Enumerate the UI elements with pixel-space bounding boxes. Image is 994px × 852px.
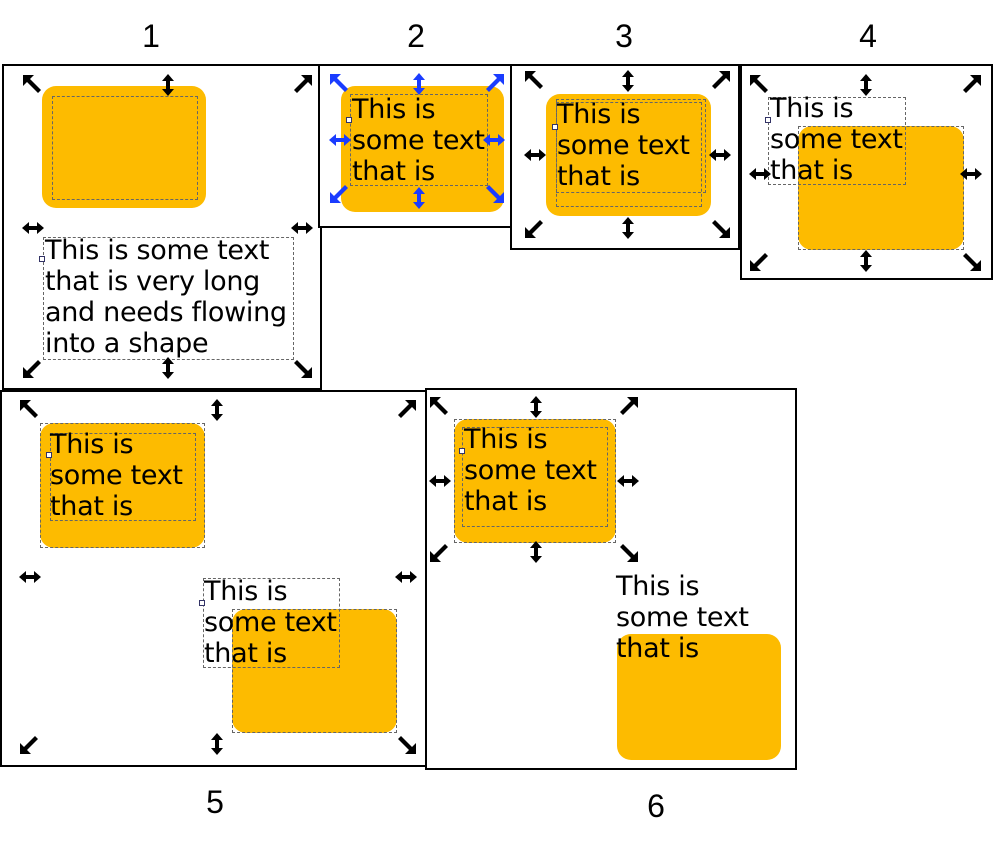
long-text[interactable]: This is some text that is very long and … bbox=[45, 235, 287, 359]
short-text[interactable]: This is some text that is bbox=[557, 99, 690, 192]
scale-diagonal-arrow-icon[interactable] bbox=[616, 540, 640, 564]
scale-diagonal-arrow-icon[interactable] bbox=[21, 73, 45, 97]
text-anchor-icon[interactable] bbox=[552, 124, 558, 130]
scale-vertical-arrow-icon[interactable] bbox=[524, 540, 548, 564]
rounded-rect-shape[interactable] bbox=[617, 634, 781, 760]
short-text[interactable]: This is some text that is bbox=[616, 571, 749, 664]
panel-label-3: 3 bbox=[615, 18, 633, 54]
scale-diagonal-arrow-icon[interactable] bbox=[394, 732, 418, 756]
shape-dashed-frame bbox=[232, 609, 397, 733]
scale-vertical-arrow-icon[interactable] bbox=[616, 216, 640, 240]
panel-label-6: 6 bbox=[647, 788, 665, 824]
text-frame[interactable] bbox=[462, 427, 608, 527]
rounded-rect-shape[interactable] bbox=[546, 94, 711, 216]
text-anchor-icon[interactable] bbox=[346, 117, 352, 123]
scale-horizontal-arrow-icon[interactable] bbox=[616, 469, 640, 493]
scale-vertical-arrow-icon[interactable] bbox=[407, 186, 431, 210]
scale-diagonal-arrow-icon[interactable] bbox=[959, 73, 983, 97]
scale-diagonal-arrow-icon[interactable] bbox=[482, 181, 506, 205]
panel-label-1: 1 bbox=[142, 18, 160, 54]
scale-horizontal-arrow-icon[interactable] bbox=[394, 565, 418, 589]
scale-diagonal-arrow-icon[interactable] bbox=[708, 69, 732, 93]
scale-horizontal-arrow-icon[interactable] bbox=[482, 128, 506, 152]
scale-diagonal-arrow-icon[interactable] bbox=[748, 73, 772, 97]
text-anchor-icon[interactable] bbox=[199, 600, 205, 606]
scale-diagonal-arrow-icon[interactable] bbox=[523, 69, 547, 93]
rounded-rect-shape[interactable] bbox=[42, 86, 206, 208]
scale-diagonal-arrow-icon[interactable] bbox=[482, 72, 506, 96]
short-text[interactable]: This is some text that is bbox=[352, 94, 485, 187]
scale-diagonal-arrow-icon[interactable] bbox=[21, 356, 45, 380]
scale-diagonal-arrow-icon[interactable] bbox=[290, 356, 314, 380]
rounded-rect-shape[interactable] bbox=[232, 609, 397, 733]
text-anchor-icon[interactable] bbox=[39, 256, 45, 262]
scale-vertical-arrow-icon[interactable] bbox=[854, 249, 878, 273]
scale-horizontal-arrow-icon[interactable] bbox=[290, 216, 314, 240]
text-anchor-icon[interactable] bbox=[46, 452, 52, 458]
panel-label-2: 2 bbox=[407, 18, 425, 54]
scale-horizontal-arrow-icon[interactable] bbox=[18, 565, 42, 589]
text-frame[interactable] bbox=[203, 578, 340, 668]
short-text[interactable]: This is some text that is bbox=[770, 93, 903, 186]
scale-diagonal-arrow-icon[interactable] bbox=[616, 395, 640, 419]
scale-horizontal-arrow-icon[interactable] bbox=[708, 143, 732, 167]
rounded-rect-shape[interactable] bbox=[40, 423, 205, 548]
scale-vertical-arrow-icon[interactable] bbox=[524, 395, 548, 419]
text-frame[interactable] bbox=[556, 99, 706, 193]
text-anchor-icon[interactable] bbox=[765, 117, 771, 123]
rounded-rect-shape[interactable] bbox=[341, 86, 504, 212]
short-text[interactable]: This is some text that is bbox=[464, 424, 597, 517]
scale-diagonal-arrow-icon[interactable] bbox=[290, 73, 314, 97]
text-anchor-icon[interactable] bbox=[459, 448, 465, 454]
scale-diagonal-arrow-icon[interactable] bbox=[748, 249, 772, 273]
scale-horizontal-arrow-icon[interactable] bbox=[328, 128, 352, 152]
shape-dashed-frame bbox=[52, 96, 198, 200]
text-frame[interactable] bbox=[50, 433, 196, 521]
scale-diagonal-arrow-icon[interactable] bbox=[708, 216, 732, 240]
scale-diagonal-arrow-icon[interactable] bbox=[328, 181, 352, 205]
text-frame[interactable] bbox=[768, 97, 906, 185]
scale-horizontal-arrow-icon[interactable] bbox=[428, 469, 452, 493]
scale-diagonal-arrow-icon[interactable] bbox=[523, 216, 547, 240]
scale-vertical-arrow-icon[interactable] bbox=[205, 398, 229, 422]
scale-diagonal-arrow-icon[interactable] bbox=[428, 540, 452, 564]
shape-dashed-frame bbox=[798, 126, 964, 250]
shape-dashed-frame bbox=[40, 423, 205, 548]
short-text[interactable]: This is some text that is bbox=[50, 429, 183, 522]
panel-label-5: 5 bbox=[206, 784, 224, 820]
scale-vertical-arrow-icon[interactable] bbox=[407, 72, 431, 96]
rounded-rect-shape[interactable] bbox=[798, 126, 964, 250]
scale-horizontal-arrow-icon[interactable] bbox=[959, 162, 983, 186]
scale-diagonal-arrow-icon[interactable] bbox=[428, 395, 452, 419]
scale-horizontal-arrow-icon[interactable] bbox=[748, 162, 772, 186]
scale-diagonal-arrow-icon[interactable] bbox=[394, 398, 418, 422]
scale-vertical-arrow-icon[interactable] bbox=[156, 73, 180, 97]
scale-vertical-arrow-icon[interactable] bbox=[854, 73, 878, 97]
scale-vertical-arrow-icon[interactable] bbox=[205, 732, 229, 756]
scale-horizontal-arrow-icon[interactable] bbox=[523, 143, 547, 167]
scale-diagonal-arrow-icon[interactable] bbox=[18, 398, 42, 422]
scale-horizontal-arrow-icon[interactable] bbox=[21, 216, 45, 240]
panel-label-4: 4 bbox=[859, 18, 877, 54]
scale-diagonal-arrow-icon[interactable] bbox=[328, 72, 352, 96]
scale-vertical-arrow-icon[interactable] bbox=[616, 69, 640, 93]
scale-vertical-arrow-icon[interactable] bbox=[156, 356, 180, 380]
scale-diagonal-arrow-icon[interactable] bbox=[959, 249, 983, 273]
rounded-rect-shape[interactable] bbox=[454, 419, 616, 543]
short-text[interactable]: This is some text that is bbox=[204, 576, 337, 669]
scale-diagonal-arrow-icon[interactable] bbox=[18, 732, 42, 756]
